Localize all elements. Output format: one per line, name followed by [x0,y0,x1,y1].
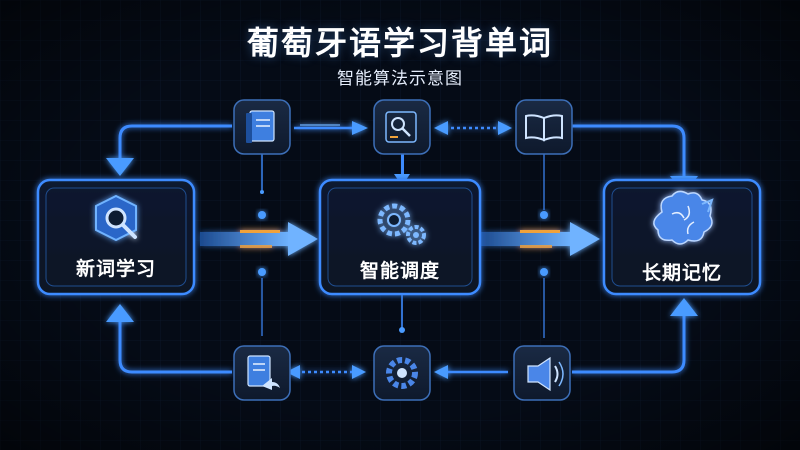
open-book-icon [515,99,573,155]
inspect-icon [373,99,431,155]
search-shield-icon [95,194,137,242]
loop-connectors [118,124,686,374]
book-icon [233,99,291,155]
node-label-long-term: 长期记忆 [641,262,722,284]
diagram-subtitle: 智能算法示意图 [337,69,463,89]
megaphone-icon [513,345,571,401]
arrowhead-into-new-word-bottom [106,304,134,322]
diagram-title: 葡萄牙语学习背单词 [246,24,553,62]
arrowhead-out-long-term [670,298,698,316]
main-flow-arrow-2 [480,222,600,256]
top-icon-links [294,121,512,135]
main-flow-arrow-1 [200,222,318,256]
gear-pair-icon [377,203,426,245]
connector-bottom-right [572,312,686,374]
brain-icon [653,190,714,245]
arrowhead-into-new-word-top [106,158,134,176]
node-label-scheduler: 智能调度 [359,260,440,282]
gear-icon [373,345,431,401]
node-label-new-word: 新词学习 [75,258,156,280]
connector-top-left [118,124,232,160]
document-share-icon [233,345,291,401]
bottom-icon-links [286,365,508,379]
connector-top-right [572,124,686,178]
node-scheduler-box [318,178,482,296]
connector-bottom-left [118,318,232,374]
